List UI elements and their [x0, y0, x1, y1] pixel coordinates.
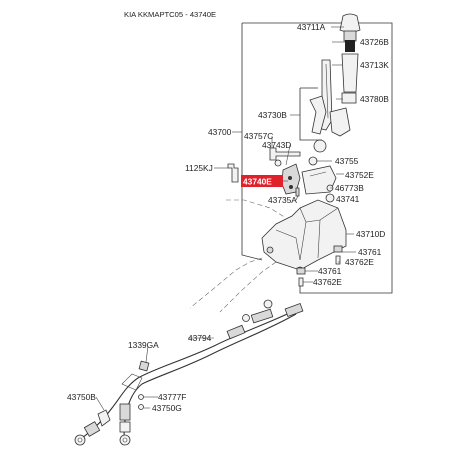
bushing [308, 156, 318, 166]
label-43762E-lower[interactable]: 43762E [313, 277, 342, 287]
highlight-box [241, 175, 283, 187]
cable-clip [138, 360, 150, 372]
label-1339GA[interactable]: 1339GA [128, 340, 159, 350]
label-43750B[interactable]: 43750B [67, 392, 96, 402]
label-1125KJ[interactable]: 1125KJ [185, 163, 213, 173]
knob-boot [341, 53, 359, 93]
base-insulator-2 [296, 267, 306, 275]
cable-end-right [119, 403, 131, 446]
label-43752E[interactable]: 43752E [345, 170, 374, 180]
label-43777F[interactable]: 43777F [158, 392, 186, 402]
bolt [269, 147, 301, 161]
knob-cover [341, 92, 357, 104]
cable-nut [138, 404, 144, 410]
label-43735A[interactable]: 43735A [268, 195, 297, 205]
leader-lines [95, 26, 356, 411]
cable-route-guide-lower [189, 257, 277, 313]
bolt-screw [227, 163, 239, 183]
lever-base [329, 107, 351, 137]
label-43755[interactable]: 43755 [335, 156, 359, 166]
label-43710D[interactable]: 43710D [356, 229, 385, 239]
pivot-ball [313, 139, 327, 153]
label-43762E-upper[interactable]: 43762E [345, 257, 374, 267]
cable-end-left [74, 409, 111, 446]
label-43757C[interactable]: 43757C [244, 131, 273, 141]
shift-cable-assembly [81, 299, 304, 441]
shift-base-housing [261, 199, 347, 274]
diagram-title: KIA KKMAPTC05 - 43740E [124, 10, 216, 19]
cable-route-guide [226, 199, 287, 219]
knob-spring [345, 40, 355, 52]
bracket-box [299, 87, 322, 141]
lever-arm [309, 95, 327, 135]
base-collar-2 [298, 277, 304, 287]
label-43713K[interactable]: 43713K [360, 60, 389, 70]
label-46773B[interactable]: 46773B [335, 183, 364, 193]
label-43761-upper[interactable]: 43761 [358, 247, 382, 257]
label-43726B[interactable]: 43726B [360, 37, 389, 47]
washer [274, 159, 282, 167]
label-43711A[interactable]: 43711A [297, 22, 326, 32]
label-43761-lower[interactable]: 43761 [318, 266, 342, 276]
label-43741[interactable]: 43741 [336, 194, 360, 204]
label-43730B[interactable]: 43730B [258, 110, 287, 120]
label-43743D[interactable]: 43743D [262, 140, 291, 150]
label-43780B[interactable]: 43780B [360, 94, 389, 104]
base-insulator-1 [333, 245, 343, 253]
label-43750G[interactable]: 43750G [152, 403, 182, 413]
label-43794[interactable]: 43794 [188, 333, 212, 343]
cable-washer [138, 394, 144, 400]
base-collar-1 [335, 255, 341, 265]
label-43700[interactable]: 43700 [208, 127, 232, 137]
small-pin [295, 187, 300, 197]
shift-knob [339, 13, 361, 42]
rubber-stopper [325, 193, 335, 203]
label-43740E-highlighted[interactable]: 43740E [243, 177, 272, 187]
